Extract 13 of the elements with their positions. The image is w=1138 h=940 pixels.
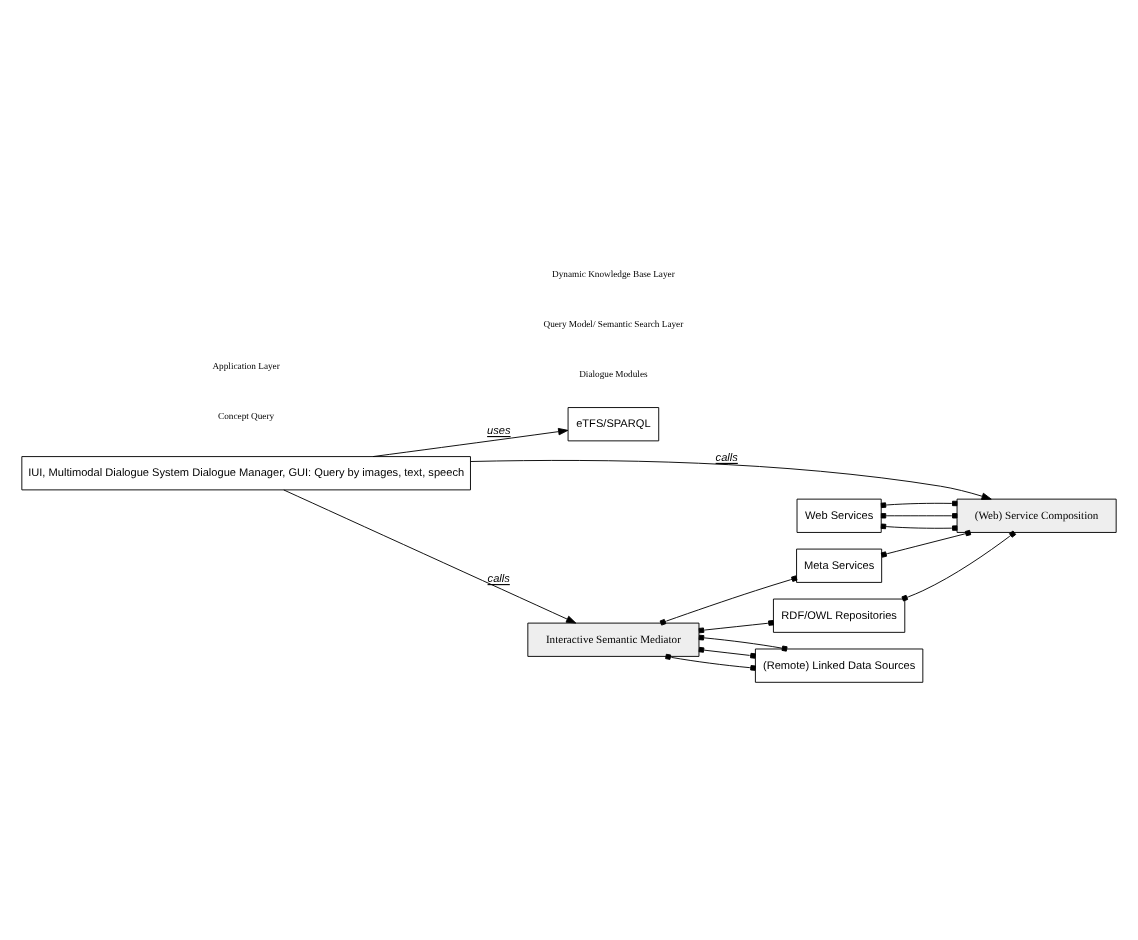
- connector: [698, 620, 774, 634]
- connector: [698, 646, 756, 659]
- arrow: [372, 427, 569, 458]
- connector: [880, 523, 958, 531]
- arrow: [283, 489, 577, 624]
- connector: [901, 530, 1017, 602]
- connector: [880, 513, 958, 519]
- connector: [665, 653, 756, 671]
- connector: [880, 529, 972, 558]
- connector: [698, 634, 788, 652]
- arrow: [470, 460, 992, 500]
- connector: [659, 575, 798, 626]
- connector: [880, 500, 958, 509]
